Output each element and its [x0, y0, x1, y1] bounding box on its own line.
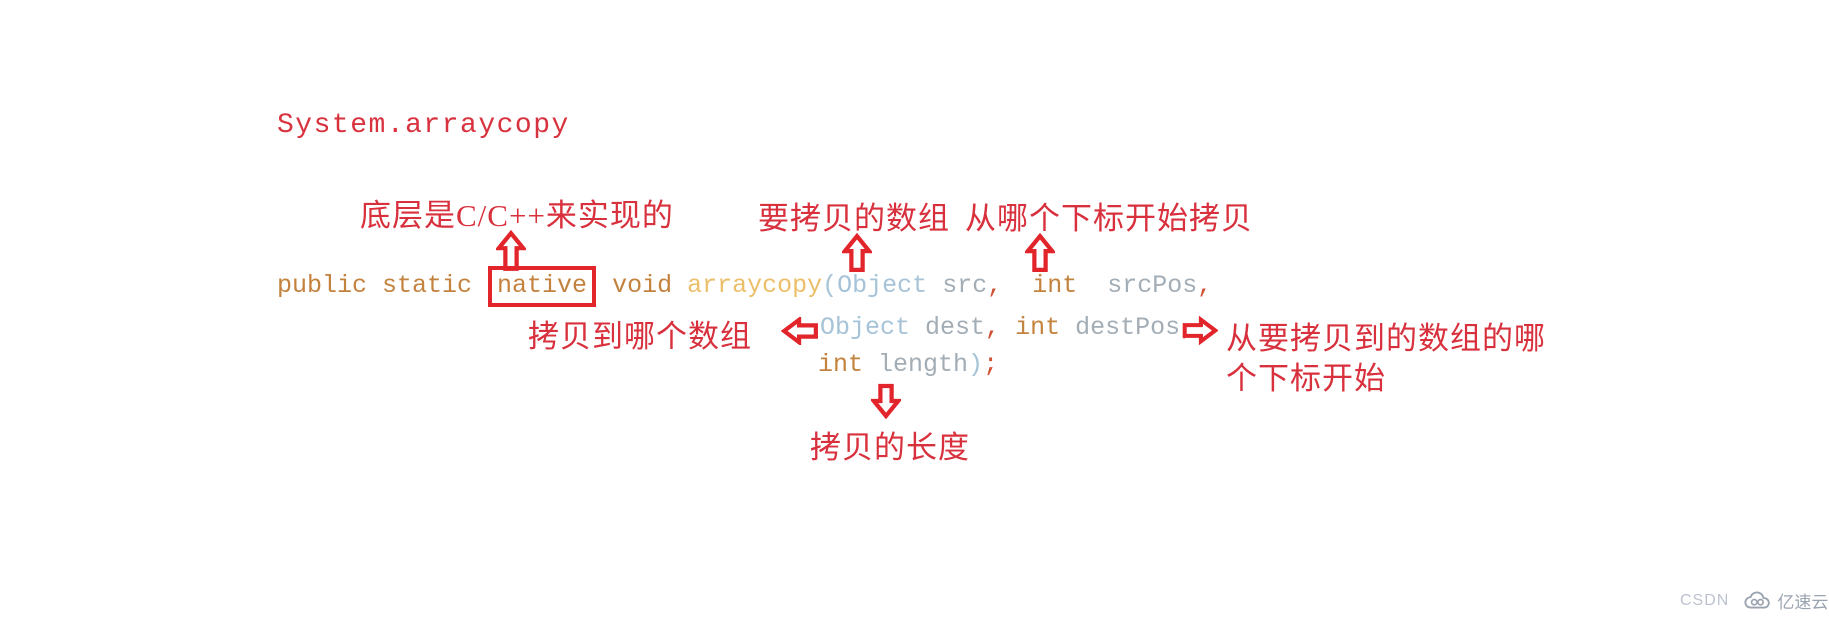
token-src: src — [942, 271, 988, 300]
code-line-1: public static native void arraycopy(Obje… — [277, 266, 1213, 307]
annotation-length: 拷贝的长度 — [810, 430, 970, 465]
code-line-3: int length); — [818, 349, 998, 381]
token-length: length — [878, 350, 969, 379]
token-close-paren: ) — [968, 350, 984, 379]
token-space — [1000, 313, 1015, 342]
token-comma: , — [1197, 271, 1213, 300]
token-void: void — [612, 271, 673, 300]
annotation-native-impl: 底层是C/C++来实现的 — [360, 198, 674, 233]
code-line-2: Object dest, int destPos, — [820, 312, 1195, 344]
up-arrow-icon — [842, 233, 872, 273]
token-native: native — [488, 266, 597, 307]
token-space — [1060, 313, 1075, 342]
brand-watermark: 亿速云 — [1743, 588, 1828, 613]
token-srcpos: srcPos — [1107, 271, 1198, 300]
cloud-logo-icon — [1743, 590, 1773, 611]
token-object-type-src: Object — [837, 271, 928, 300]
up-arrow-icon — [1025, 233, 1055, 273]
token-space — [927, 271, 942, 300]
token-open-paren: ( — [822, 271, 838, 300]
token-arraycopy: arraycopy — [687, 271, 823, 300]
token-int-length: int — [818, 350, 864, 379]
page-title: System.arraycopy — [277, 110, 570, 141]
token-space — [1002, 271, 1032, 300]
token-semicolon: ; — [983, 350, 999, 379]
token-space — [1077, 271, 1107, 300]
left-arrow-icon — [781, 317, 819, 345]
annotation-dest-pos-line1: 从要拷贝到的数组的哪 — [1226, 321, 1546, 356]
token-space — [910, 313, 925, 342]
token-comma: , — [987, 271, 1003, 300]
token-space — [672, 271, 687, 300]
token-int-srcpos: int — [1032, 271, 1078, 300]
right-arrow-icon — [1182, 316, 1218, 345]
token-object-type-dest: Object — [820, 313, 911, 342]
token-comma: , — [985, 313, 1001, 342]
annotation-dest-array: 拷贝到哪个数组 — [528, 319, 752, 354]
brand-watermark-label: 亿速云 — [1777, 593, 1829, 612]
annotation-dest-pos-line2: 个下标开始 — [1226, 361, 1386, 396]
token-public-static: public static — [277, 271, 488, 300]
csdn-watermark-label: CSDN — [1680, 591, 1730, 609]
token-space — [597, 271, 612, 300]
token-destpos: destPos — [1075, 313, 1181, 342]
annotation-src-pos: 从哪个下标开始拷贝 — [965, 201, 1253, 236]
annotation-src-array: 要拷贝的数组 — [758, 201, 950, 236]
token-dest: dest — [925, 313, 986, 342]
token-int-destpos: int — [1015, 313, 1061, 342]
token-space — [863, 350, 878, 379]
watermark: CSDN 亿速云 — [1680, 588, 1828, 613]
down-arrow-icon — [871, 383, 901, 419]
